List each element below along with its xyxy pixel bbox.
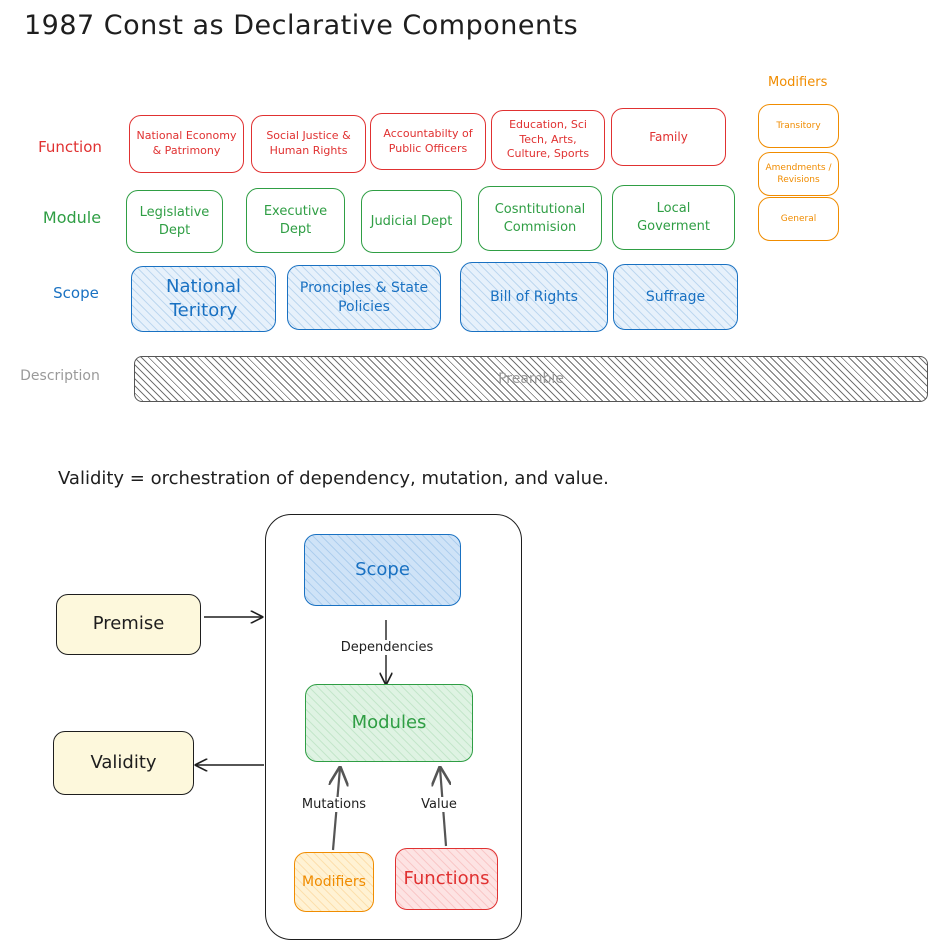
mutations-label: Mutations <box>290 797 378 812</box>
function-box-economy[interactable]: National Economy & Patrimony <box>129 115 244 173</box>
flow-scope-box[interactable]: Scope <box>304 534 461 606</box>
validity-box[interactable]: Validity <box>53 731 194 795</box>
dependencies-label: Dependencies <box>334 640 440 655</box>
flow-modifiers-box[interactable]: Modifiers <box>294 852 374 912</box>
scope-box-suffrage[interactable]: Suffrage <box>613 264 738 330</box>
module-box-judicial[interactable]: Judicial Dept <box>361 190 462 253</box>
row-label-module: Module <box>42 208 102 227</box>
modifier-box-transitory[interactable]: Transitory <box>758 104 839 148</box>
page-title: 1987 Const as Declarative Components <box>24 10 579 41</box>
row-label-scope: Scope <box>53 284 99 302</box>
validity-statement: Validity = orchestration of dependency, … <box>58 468 609 489</box>
preamble-bar[interactable]: Preamble <box>134 356 928 402</box>
module-box-constitutional-commission[interactable]: Cosntitutional Commision <box>478 186 602 251</box>
function-box-social-justice[interactable]: Social Justice & Human Rights <box>251 115 366 173</box>
row-label-description: Description <box>20 368 100 384</box>
scope-box-national-territory[interactable]: National Teritory <box>131 266 276 332</box>
scope-box-bill-of-rights[interactable]: Bill of Rights <box>460 262 608 332</box>
module-box-local-government[interactable]: Local Goverment <box>612 185 735 250</box>
modifiers-heading: Modifiers <box>768 75 828 90</box>
function-box-education[interactable]: Education, Sci Tech, Arts, Culture, Spor… <box>491 110 605 170</box>
scope-box-principles[interactable]: Pronciples & State Policies <box>287 265 441 330</box>
function-box-family[interactable]: Family <box>611 108 726 166</box>
modifier-box-amendments[interactable]: Amendments / Revisions <box>758 152 839 196</box>
value-label: Value <box>414 797 464 812</box>
row-label-function: Function <box>38 138 102 156</box>
module-box-executive[interactable]: Executive Dept <box>246 188 345 253</box>
module-box-legislative[interactable]: Legislative Dept <box>126 190 223 253</box>
premise-box[interactable]: Premise <box>56 594 201 655</box>
flow-modules-box[interactable]: Modules <box>305 684 473 762</box>
modifier-box-general[interactable]: General <box>758 197 839 241</box>
validity-container <box>265 514 522 940</box>
flow-functions-box[interactable]: Functions <box>395 848 498 910</box>
function-box-accountability[interactable]: Accountabilty of Public Officers <box>370 113 486 170</box>
